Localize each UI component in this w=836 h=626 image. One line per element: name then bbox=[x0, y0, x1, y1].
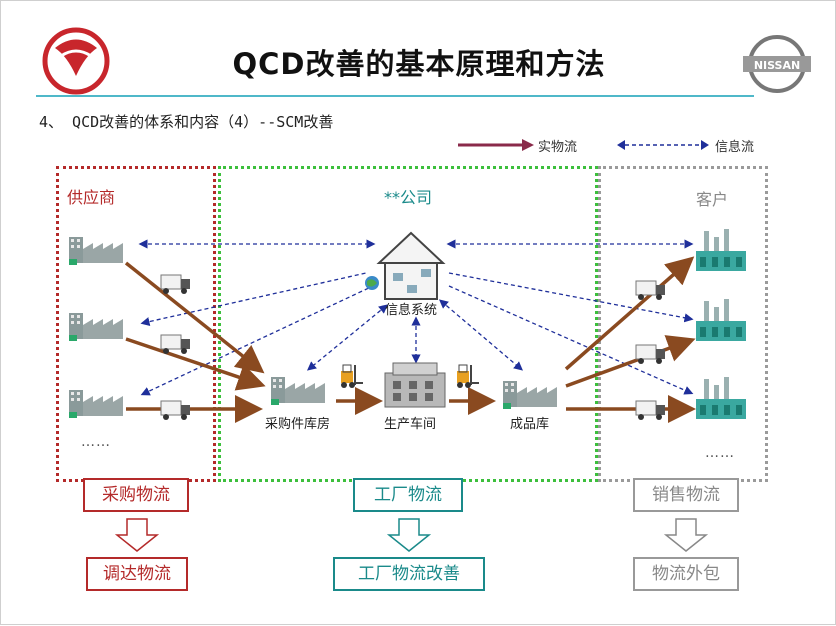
finished-goods-label: 成品库 bbox=[510, 417, 550, 432]
info-system-house-icon bbox=[376, 231, 446, 300]
truck-icon bbox=[635, 344, 666, 365]
finished-goods-warehouse-icon bbox=[503, 381, 557, 409]
customer-ellipsis: …… bbox=[705, 445, 735, 461]
logistics-outsourcing-box: 物流外包 bbox=[633, 557, 739, 591]
purchase-warehouse-icon bbox=[271, 377, 325, 405]
info-flow-arrows bbox=[138, 239, 694, 396]
factory-logistics-box: 工厂物流 bbox=[353, 478, 463, 512]
sales-down-arrow-icon bbox=[663, 518, 709, 552]
truck-icon bbox=[160, 400, 191, 421]
legend-info-arrow bbox=[617, 140, 709, 150]
subtitle: 4、 QCD改善的体系和内容（4）--SCM改善 bbox=[39, 113, 334, 131]
forklift-icon bbox=[340, 364, 364, 389]
purchase-down-arrow-icon bbox=[114, 518, 160, 552]
supplier-factory-icon bbox=[69, 313, 123, 341]
globe-icon bbox=[365, 276, 379, 290]
legend-physical-arrow bbox=[458, 139, 534, 151]
supplier-factory-icon bbox=[69, 390, 123, 418]
truck-icon bbox=[635, 400, 666, 421]
customer-zone-label: 客户 bbox=[696, 190, 729, 209]
dongfeng-logo-icon bbox=[42, 27, 110, 95]
truck-icon bbox=[160, 334, 191, 355]
factory-logistics-improvement-box: 工厂物流改善 bbox=[333, 557, 485, 591]
page-title: QCD改善的基本原理和方法 bbox=[232, 47, 606, 81]
supplier-ellipsis: …… bbox=[81, 434, 111, 450]
legend-info-label: 信息流 bbox=[715, 140, 755, 155]
procurement-logistics-box: 调达物流 bbox=[86, 557, 188, 591]
legend-physical-label: 实物流 bbox=[538, 140, 578, 155]
supplier-factory-icon bbox=[69, 237, 123, 265]
nissan-logo-text: NISSAN bbox=[754, 59, 800, 72]
purchase-logistics-box: 采购物流 bbox=[83, 478, 189, 512]
title-underline bbox=[36, 95, 754, 97]
customer-plant-icon bbox=[696, 377, 746, 419]
forklift-icon bbox=[456, 364, 480, 389]
company-zone-label: **公司 bbox=[384, 188, 433, 207]
supplier-zone-label: 供应商 bbox=[67, 188, 116, 207]
physical-flow-arrows bbox=[124, 256, 696, 423]
customer-plant-icon bbox=[696, 299, 746, 341]
sales-logistics-box: 销售物流 bbox=[633, 478, 739, 512]
truck-icon bbox=[160, 274, 191, 295]
info-system-label: 信息系统 bbox=[385, 303, 438, 318]
nissan-logo-icon: NISSAN bbox=[743, 35, 811, 93]
purchase-warehouse-label: 采购件库房 bbox=[265, 417, 331, 432]
factory-down-arrow-icon bbox=[386, 518, 432, 552]
production-building-icon bbox=[384, 362, 446, 408]
customer-plant-icon bbox=[696, 229, 746, 271]
production-label: 生产车间 bbox=[384, 417, 437, 432]
